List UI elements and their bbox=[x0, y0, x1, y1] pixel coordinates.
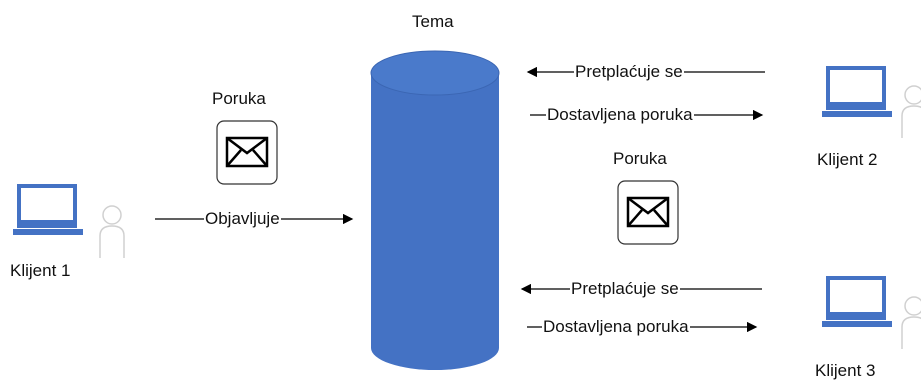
message-label-right: Poruka bbox=[613, 149, 667, 168]
client-2-label: Klijent 2 bbox=[817, 150, 878, 169]
client-3-icon bbox=[822, 276, 921, 349]
subscribe-arrow-label-client-2: Pretplaćuje se bbox=[574, 62, 684, 81]
client-2-icon bbox=[822, 66, 921, 138]
deliver-arrow-label-client-3: Dostavljena poruka bbox=[542, 317, 690, 336]
client-1-icon bbox=[13, 184, 125, 258]
client-3-label: Klijent 3 bbox=[815, 361, 876, 380]
deliver-arrow-label-client-2: Dostavljena poruka bbox=[546, 105, 694, 124]
person-icon bbox=[99, 205, 125, 258]
message-envelope-icon bbox=[216, 120, 278, 185]
laptop-icon bbox=[822, 276, 892, 327]
topic-label: Tema bbox=[412, 12, 454, 31]
subscribe-arrow-label-client-3: Pretplaćuje se bbox=[570, 279, 680, 298]
person-icon bbox=[901, 296, 921, 349]
person-icon bbox=[901, 85, 921, 138]
client-1-label: Klijent 1 bbox=[10, 261, 71, 280]
laptop-icon bbox=[822, 66, 892, 117]
message-envelope-icon bbox=[617, 180, 679, 245]
topic-cylinder-icon bbox=[370, 50, 500, 370]
message-label-left: Poruka bbox=[212, 89, 266, 108]
laptop-icon bbox=[13, 184, 83, 235]
publish-arrow-label: Objavljuje bbox=[204, 209, 281, 228]
